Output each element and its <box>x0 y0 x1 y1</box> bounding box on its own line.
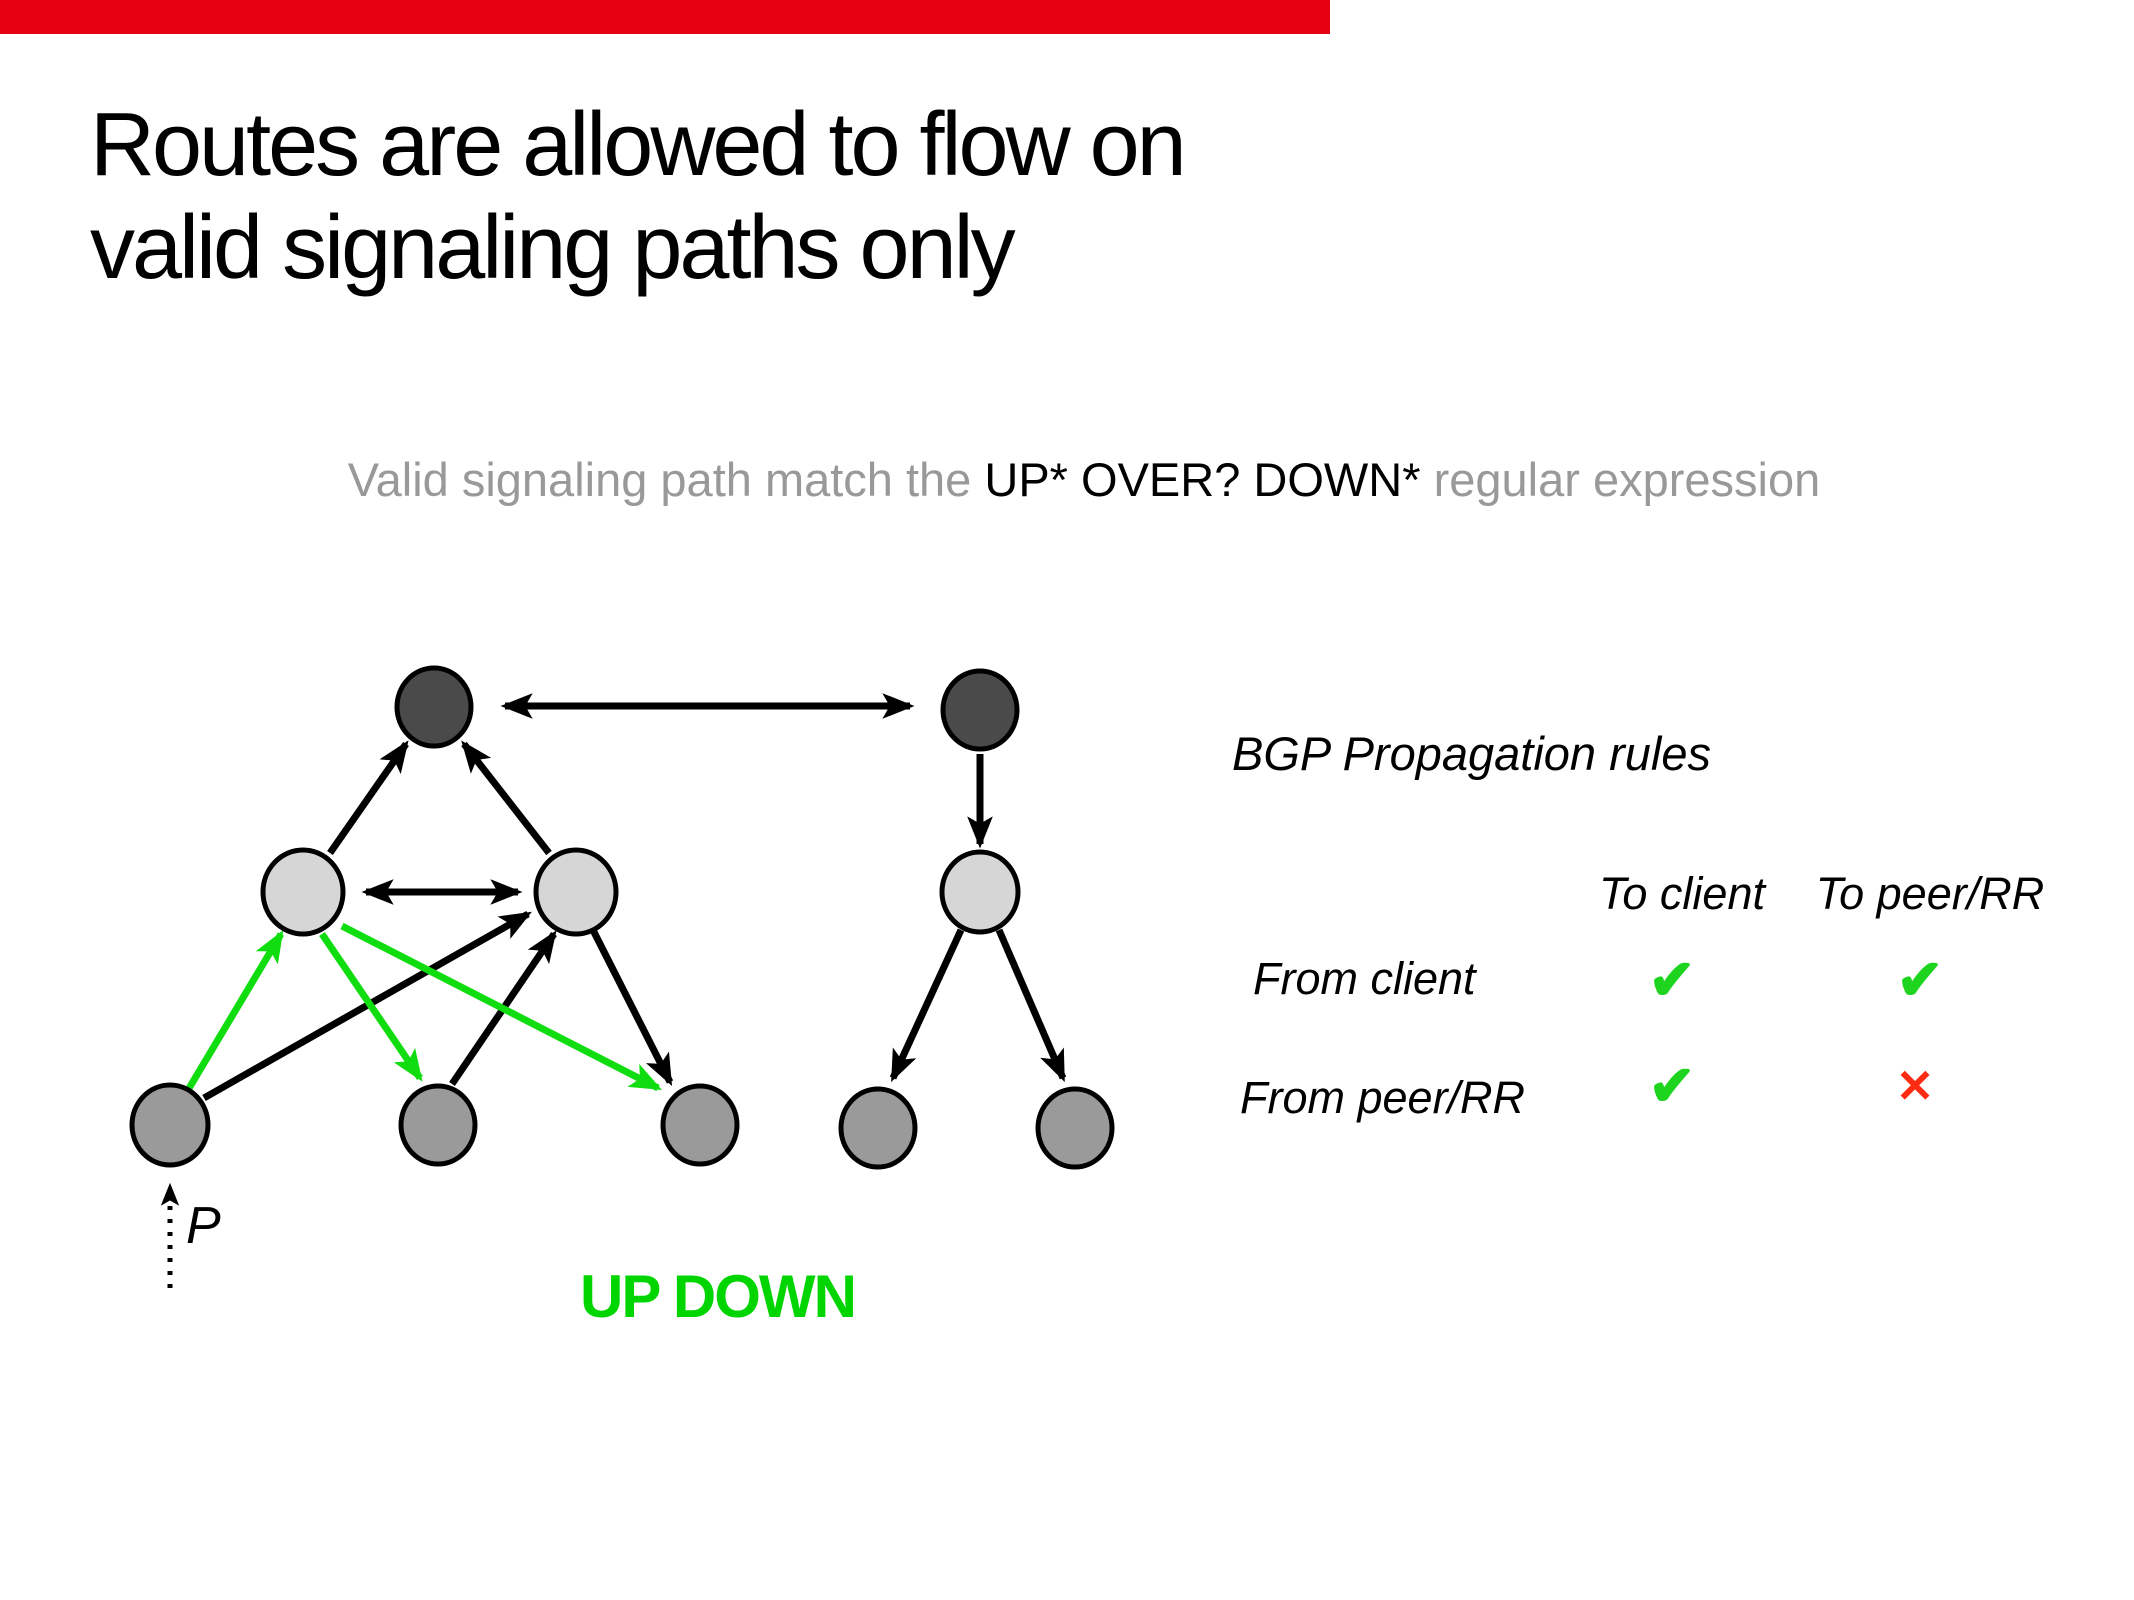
slide-title-line1: Routes are allowed to flow on <box>90 95 1187 195</box>
down-edge-light3-gray4 <box>889 928 965 1083</box>
up-edge-gray1-light2 <box>202 910 532 1102</box>
green-down-edge-light1-gray3 <box>340 922 663 1092</box>
node-mid-right <box>533 847 619 937</box>
down-edge-light3-gray5 <box>995 928 1067 1083</box>
check-from-peer-to-client: ✔ <box>1648 1053 1696 1117</box>
up-down-path-label: UP DOWN <box>580 1263 857 1330</box>
rules-row-label-from-peer: From peer/RR <box>1240 1072 1526 1123</box>
node-provider-right <box>940 668 1020 752</box>
prefix-label: P <box>186 1197 221 1255</box>
node-client-2 <box>398 1083 478 1167</box>
node-provider-left <box>394 665 474 749</box>
slide-title-line2: valid signaling paths only <box>90 198 1016 298</box>
green-down-edge-light1-gray2 <box>319 932 423 1082</box>
node-client-5 <box>1035 1086 1115 1170</box>
router-nodes <box>129 665 1115 1170</box>
node-client-4 <box>838 1086 918 1170</box>
check-from-client-to-peer: ✔ <box>1896 947 1944 1011</box>
subtitle-suffix: regular expression <box>1420 453 1821 506</box>
green-up-edge-gray1-light1 <box>184 930 285 1092</box>
slide-title: Routes are allowed to flow on valid sign… <box>90 94 1187 300</box>
up-edge-light2-dark1 <box>461 740 552 856</box>
check-from-client-to-client: ✔ <box>1648 947 1696 1011</box>
down-edge-light2-gray3 <box>590 930 674 1087</box>
rules-row-label-from-client: From client <box>1253 953 1476 1004</box>
rules-panel-title: BGP Propagation rules <box>1232 727 1711 780</box>
rules-col-header-to-client: To client <box>1599 868 1765 919</box>
green-valid-path-edges <box>184 922 663 1092</box>
cross-from-peer-to-peer: ✕ <box>1895 1060 1935 1113</box>
node-client-1 <box>129 1082 211 1168</box>
subtitle-regex: UP* OVER? DOWN* <box>984 453 1421 506</box>
subtitle-prefix: Valid signaling path match the <box>347 453 985 506</box>
node-mid-left <box>260 847 346 937</box>
slide-progress-bar <box>0 0 1330 34</box>
up-edge-light1-dark1 <box>327 740 409 856</box>
node-mid-right-tree <box>939 849 1021 935</box>
black-edges <box>202 693 1067 1102</box>
node-client-3 <box>660 1083 740 1167</box>
slide-subtitle: Valid signaling path match the UP* OVER?… <box>117 452 2051 507</box>
rules-col-header-to-peer: To peer/RR <box>1815 868 2045 919</box>
